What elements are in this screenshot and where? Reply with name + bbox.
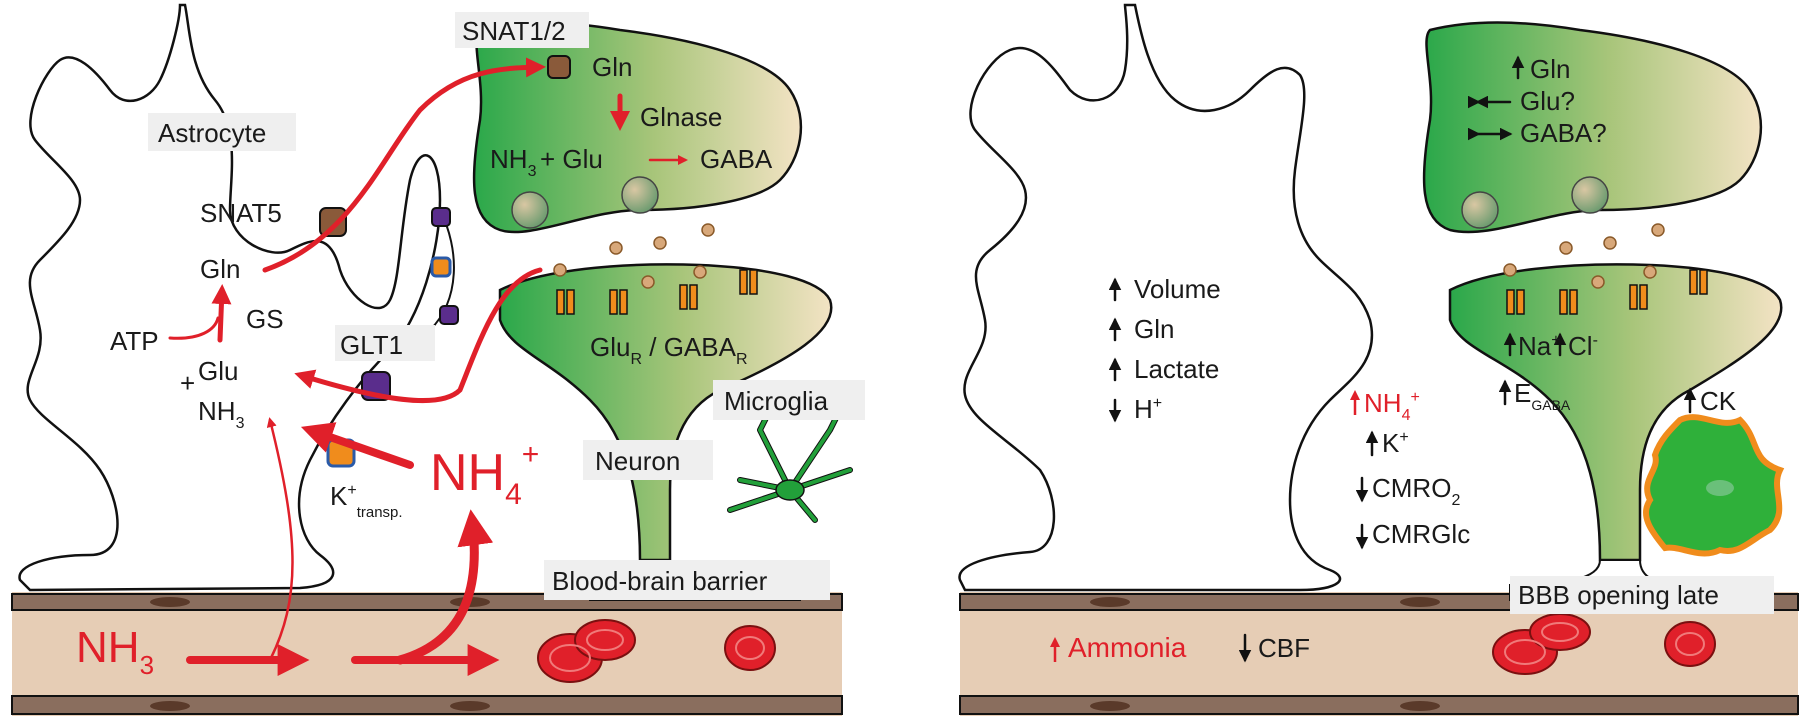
snat12-transporter	[547, 55, 571, 79]
astro-gln-label: Gln	[1134, 314, 1174, 344]
lactate-label: Lactate	[1134, 354, 1219, 384]
atp-label: ATP	[110, 326, 159, 356]
snat5-transporter	[319, 207, 347, 237]
plus-label: +	[180, 368, 195, 398]
receptor-label: GluR / GABAR	[590, 332, 748, 368]
egaba-label: EGABA	[1514, 378, 1571, 413]
presynaptic-neuron-right	[1422, 21, 1763, 234]
snat12-label: SNAT1/2	[462, 16, 566, 46]
neuron-label: Neuron	[595, 446, 680, 476]
bbb-label: Blood-brain barrier	[552, 566, 768, 596]
blood-vessel-right	[959, 592, 1799, 716]
astrocyte-label: Astrocyte	[158, 118, 266, 148]
cbf-label: CBF	[1258, 633, 1310, 663]
na-label: Na+	[1518, 331, 1561, 361]
nh3-blood: NH3	[76, 623, 154, 680]
volume-label: Volume	[1134, 274, 1221, 304]
astrocyte-shape	[18, 3, 442, 592]
h-label: H+	[1134, 394, 1162, 424]
blood-vessel	[11, 592, 843, 716]
cmrglc-label: CMRGlc	[1372, 519, 1470, 549]
glnase-label: Glnase	[640, 102, 722, 132]
brain-k-label: K+	[1382, 428, 1409, 458]
k-transporter-label: K+transp.	[330, 481, 403, 521]
nh4-label: NH4+	[430, 438, 539, 511]
astrocyte-shape-swollen	[958, 3, 1374, 592]
gaba-neuron: GABA	[700, 144, 773, 174]
gs-label: GS	[246, 304, 284, 334]
snat5-label: SNAT5	[200, 198, 282, 228]
microglia-label: Microglia	[724, 386, 829, 416]
red-blood-cells	[537, 619, 776, 683]
cmro2-label: CMRO2	[1372, 473, 1460, 509]
cl-label: Cl-	[1568, 331, 1598, 361]
nh3-astrocyte: NH3	[198, 396, 245, 432]
gln-astrocyte: Gln	[200, 254, 240, 284]
glu-neuron: + Glu	[540, 144, 603, 174]
neuron-glu-label: Glu?	[1520, 86, 1575, 116]
neuron-gaba-label: GABA?	[1520, 118, 1607, 148]
flux-arrows	[168, 57, 688, 676]
receptors-right	[1506, 269, 1708, 315]
neuron-gln-label: Gln	[1530, 54, 1570, 84]
brain-nh4-label: NH4+	[1364, 388, 1420, 424]
ck-label: CK	[1700, 386, 1737, 416]
ammonia-label: Ammonia	[1068, 632, 1187, 663]
glt1-label: GLT1	[340, 330, 403, 360]
bbb-opening-label: BBB opening late	[1518, 580, 1719, 610]
change-arrows	[1108, 55, 1697, 663]
right-panel: Volume Gln Lactate H+ Gln Glu? GABA? Na+…	[958, 3, 1799, 716]
nh3-neuron: NH3	[490, 144, 537, 180]
receptors-left	[556, 269, 758, 315]
gln-neuron: Gln	[592, 52, 632, 82]
glu-astrocyte: Glu	[198, 356, 238, 386]
left-panel: Astrocyte Neuron Microglia Blood-brain b…	[11, 3, 865, 716]
